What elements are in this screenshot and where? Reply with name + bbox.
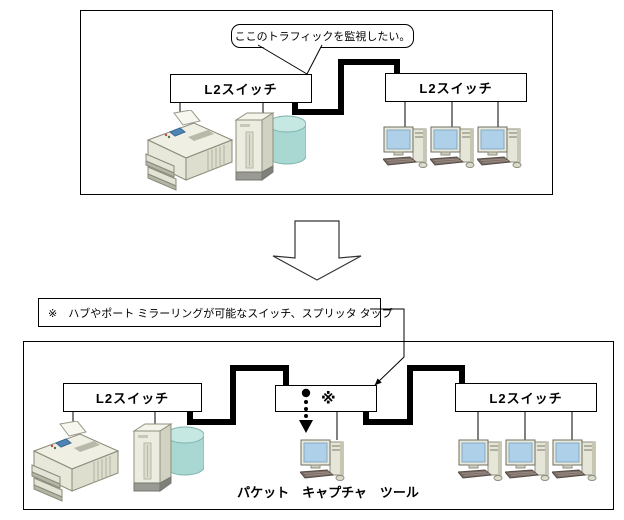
switch-right-after: L2スイッチ — [455, 383, 597, 412]
switch-right-before-label: L2スイッチ — [419, 81, 493, 96]
capture-tool-caption: パケット キャプチャ ツール — [228, 482, 428, 501]
trunk-cable-after-right — [363, 365, 465, 425]
copier-after — [30, 421, 122, 503]
tap-mark: ※ — [321, 390, 337, 407]
copier-icon — [30, 421, 122, 503]
pc-icon — [383, 124, 430, 170]
server-icon — [228, 110, 306, 190]
note-box: ※ ハブやポート ミラーリングが可能なスイッチ、スプリッタ タップ — [38, 298, 393, 327]
copier-before — [144, 110, 236, 192]
switch-left-before-label: L2スイッチ — [204, 82, 278, 97]
pc1-after — [458, 437, 505, 483]
server-before — [228, 110, 306, 190]
callout-text: ここのトラフィックを監視したい。 — [234, 31, 411, 43]
pc3-before — [477, 124, 524, 170]
switch-right-before: L2スイッチ — [385, 73, 527, 102]
server-icon — [126, 421, 204, 501]
switch-left-before: L2スイッチ — [170, 74, 312, 103]
pc-icon — [477, 124, 524, 170]
pc-icon — [300, 437, 347, 483]
pc-icon — [430, 124, 477, 170]
after-panel — [23, 341, 614, 510]
trunk-cable-before — [292, 59, 400, 115]
server-after — [126, 421, 204, 501]
pc-icon — [552, 437, 599, 483]
pc2-after — [505, 437, 552, 483]
note-text: ※ ハブやポート ミラーリングが可能なスイッチ、スプリッタ タップ — [48, 307, 393, 320]
capture-tool-label: パケット キャプチャ ツール — [237, 485, 419, 500]
pc-icon — [505, 437, 552, 483]
pc-icon — [458, 437, 505, 483]
switch-left-after: L2スイッチ — [63, 383, 202, 412]
trunk-cable-after-left — [187, 365, 289, 425]
switch-left-after-label: L2スイッチ — [95, 391, 170, 406]
callout-icon: ここのトラフィックを監視したい。 — [231, 24, 414, 48]
capture-pc — [300, 437, 347, 483]
switch-right-after-label: L2スイッチ — [489, 391, 563, 406]
copier-icon — [144, 110, 236, 192]
pc2-before — [430, 124, 477, 170]
pc3-after — [552, 437, 599, 483]
pc1-before — [383, 124, 430, 170]
tap-box: ※ — [275, 385, 377, 412]
before-panel — [80, 10, 553, 195]
